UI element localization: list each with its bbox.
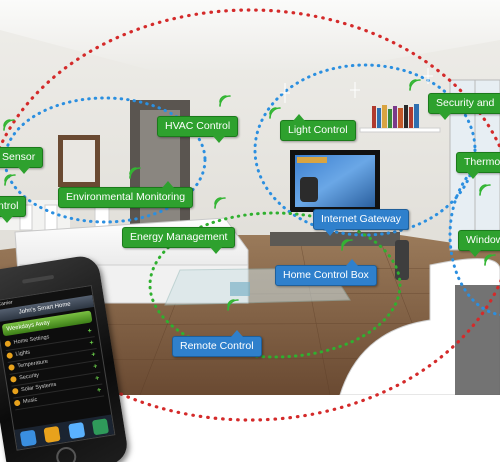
plus-icon: + xyxy=(96,386,102,395)
bulb-icon xyxy=(9,375,17,383)
speaker xyxy=(395,240,409,280)
label-security: Security and xyxy=(428,93,500,120)
label-energy-management: Energy Management xyxy=(122,227,236,254)
plus-icon: + xyxy=(92,363,99,371)
mail-icon[interactable] xyxy=(19,429,37,447)
wifi-icons xyxy=(3,79,496,311)
dining-chair xyxy=(44,204,58,231)
wall-shelf xyxy=(359,127,441,133)
wall-picture-canvas xyxy=(63,140,95,182)
globe-icon[interactable] xyxy=(92,417,110,435)
settings-icon[interactable] xyxy=(67,421,85,439)
wifi-icon xyxy=(129,167,141,179)
bulb-icon xyxy=(6,351,14,359)
label-internet-gateway: Internet Gateway xyxy=(313,209,409,236)
light-sparkles xyxy=(280,68,433,103)
wifi-icon xyxy=(409,79,421,91)
wifi-icon xyxy=(4,174,16,186)
wifi-icon xyxy=(341,239,353,251)
label-home-control-box: Home Control Box xyxy=(275,259,377,286)
plus-icon: + xyxy=(94,374,100,383)
wifi-icon xyxy=(269,107,281,119)
blue-ring-center xyxy=(253,63,477,237)
green-ring xyxy=(148,211,402,359)
armchair-shadow xyxy=(455,285,500,395)
blue-ring-right xyxy=(448,153,500,317)
books xyxy=(372,104,419,128)
phone-screen: Carrier John's Smart Home Weekdays Away … xyxy=(0,284,116,451)
ceiling xyxy=(0,0,500,70)
wifi-icon xyxy=(214,197,226,209)
label-control: ntrol xyxy=(0,196,27,223)
label-remote-control: Remote Control xyxy=(172,330,262,357)
label-light-control: Light Control xyxy=(280,114,356,141)
red-network-ring xyxy=(0,8,500,422)
label-window: Window xyxy=(458,230,500,257)
label-environmental-monitoring: Environmental Monitoring xyxy=(58,181,194,208)
label-hvac-control: HVAC Control xyxy=(157,116,239,143)
plus-icon: + xyxy=(87,327,93,336)
phone-list-label: Temperature xyxy=(17,358,49,370)
phone-list-label: Lights xyxy=(15,349,31,358)
label-thermostat: Thermo xyxy=(456,152,500,179)
weather-icon[interactable] xyxy=(43,425,61,443)
phone-speaker xyxy=(21,274,55,284)
phone-dock xyxy=(14,414,115,450)
wifi-icon xyxy=(484,254,496,266)
wifi-icon xyxy=(219,95,231,107)
blue-ring-left xyxy=(3,96,207,224)
vase xyxy=(230,282,250,296)
plus-icon: + xyxy=(91,351,97,359)
bulb-icon xyxy=(4,339,12,347)
phone-home-button[interactable] xyxy=(54,445,78,462)
phone-list-label: Music xyxy=(22,396,38,406)
wifi-icon xyxy=(227,299,239,311)
label-sensor: Sensor xyxy=(0,147,44,174)
plus-icon: + xyxy=(89,339,95,347)
bulb-icon xyxy=(11,387,19,395)
tv-presenter xyxy=(300,177,318,202)
wifi-icon xyxy=(479,184,491,196)
phone-list-label: Security xyxy=(18,372,40,382)
bulb-icon xyxy=(8,363,15,371)
wifi-icon xyxy=(3,119,15,131)
tv-banner xyxy=(297,157,327,163)
bulb-icon xyxy=(13,399,21,407)
